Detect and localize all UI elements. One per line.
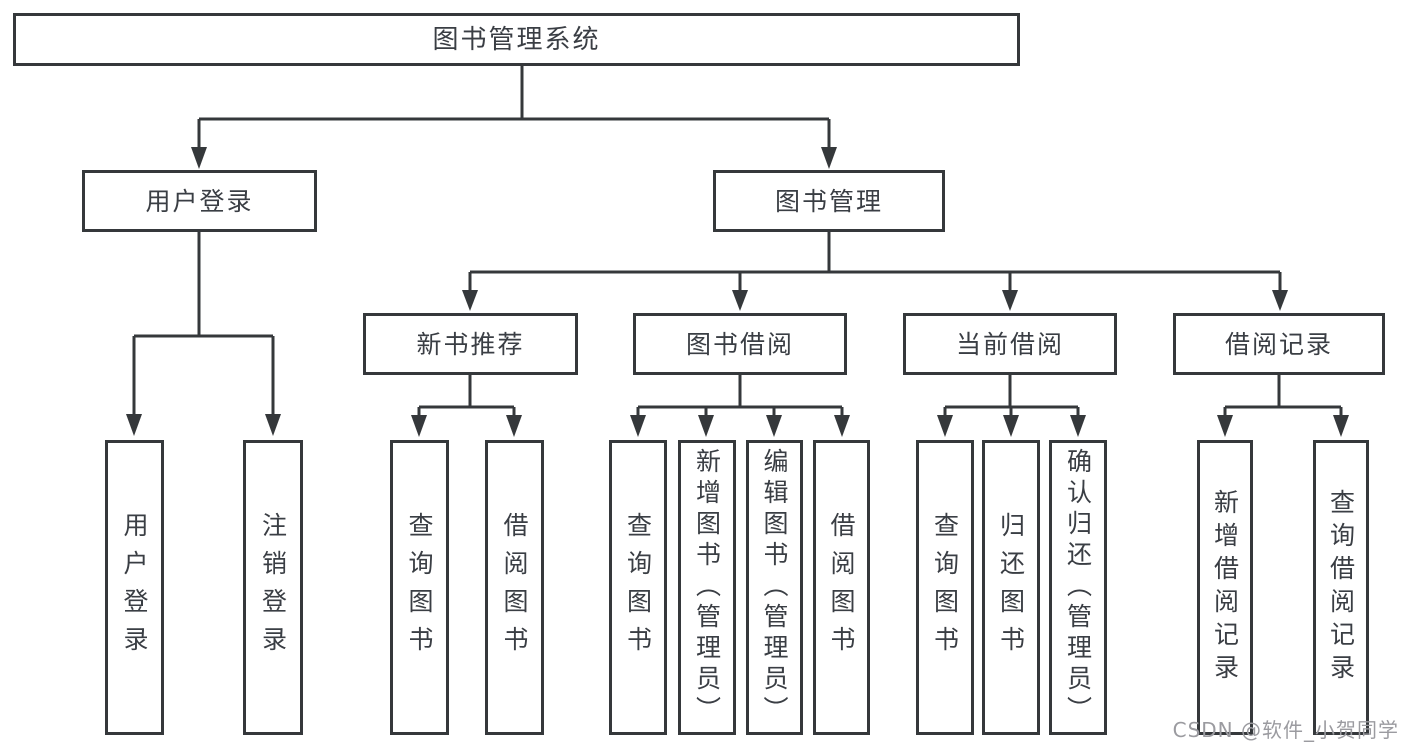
leaf-bb-borrow-books-label: 借阅图书 [827,511,856,664]
leaf-rec-query-books-label: 查询图书 [405,511,434,664]
leaf-logout-label: 注销登录 [258,511,288,664]
connector-borrow-records-children [1223,375,1343,417]
arrowheads-new-book-rec-children [411,415,522,437]
arrowheads-book-borrow-children [630,415,850,437]
connector-root-to-level2 [197,66,831,150]
leaf-bb-edit-books-admin-label: 编辑图书（管理员） [760,448,789,727]
leaf-cb-confirm-return-admin-label: 确认归还（管理员） [1063,448,1093,727]
node-new-book-rec: 新书推荐 [363,313,578,375]
leaf-cb-return-books: 归还图书 [982,440,1040,735]
connector-current-borrow-children [943,375,1080,417]
connector-book-borrow-children [636,375,844,417]
node-current-borrow: 当前借阅 [903,313,1117,375]
leaf-logout: 注销登录 [243,440,303,735]
leaf-rec-query-books: 查询图书 [390,440,449,735]
leaf-cb-confirm-return-admin: 确认归还（管理员） [1049,440,1107,735]
leaf-bb-edit-books-admin: 编辑图书（管理员） [746,440,803,735]
leaf-rec-borrow-books-label: 借阅图书 [500,511,529,664]
node-borrow-records: 借阅记录 [1173,313,1385,375]
node-book-mgmt: 图书管理 [713,170,945,232]
leaf-cb-return-books-label: 归还图书 [996,511,1026,664]
arrowheads-borrow-records-children [1217,415,1349,437]
leaf-bb-query-books: 查询图书 [609,440,667,735]
node-root: 图书管理系统 [13,13,1020,66]
arrowheads-current-borrow-children [937,415,1086,437]
leaf-cb-query-books: 查询图书 [916,440,974,735]
arrowheads-level2 [191,147,837,169]
watermark-text: CSDN @软件_小贺同学 [1172,718,1399,742]
leaf-cb-query-books-label: 查询图书 [930,511,960,664]
connector-book-mgmt-to-level3 [468,232,1282,292]
connector-new-book-rec-children [417,375,516,417]
leaf-br-query-record: 查询借阅记录 [1313,440,1369,735]
leaf-bb-query-books-label: 查询图书 [623,511,653,664]
connector-user-login-children [132,232,275,416]
leaf-user-login: 用户登录 [105,440,164,735]
leaf-bb-add-books-admin-label: 新增图书（管理员） [692,448,722,727]
leaf-br-add-record: 新增借阅记录 [1197,440,1253,735]
arrowheads-level3 [462,290,1288,311]
leaf-br-query-record-label: 查询借阅记录 [1326,488,1356,687]
node-user-login: 用户登录 [82,170,317,232]
leaf-bb-add-books-admin: 新增图书（管理员） [678,440,736,735]
leaf-rec-borrow-books: 借阅图书 [485,440,544,735]
leaf-user-login-label: 用户登录 [120,511,149,664]
leaf-br-add-record-label: 新增借阅记录 [1210,488,1240,687]
arrowheads-user-login-children [126,414,281,436]
node-book-borrow: 图书借阅 [633,313,847,375]
leaf-bb-borrow-books: 借阅图书 [813,440,870,735]
